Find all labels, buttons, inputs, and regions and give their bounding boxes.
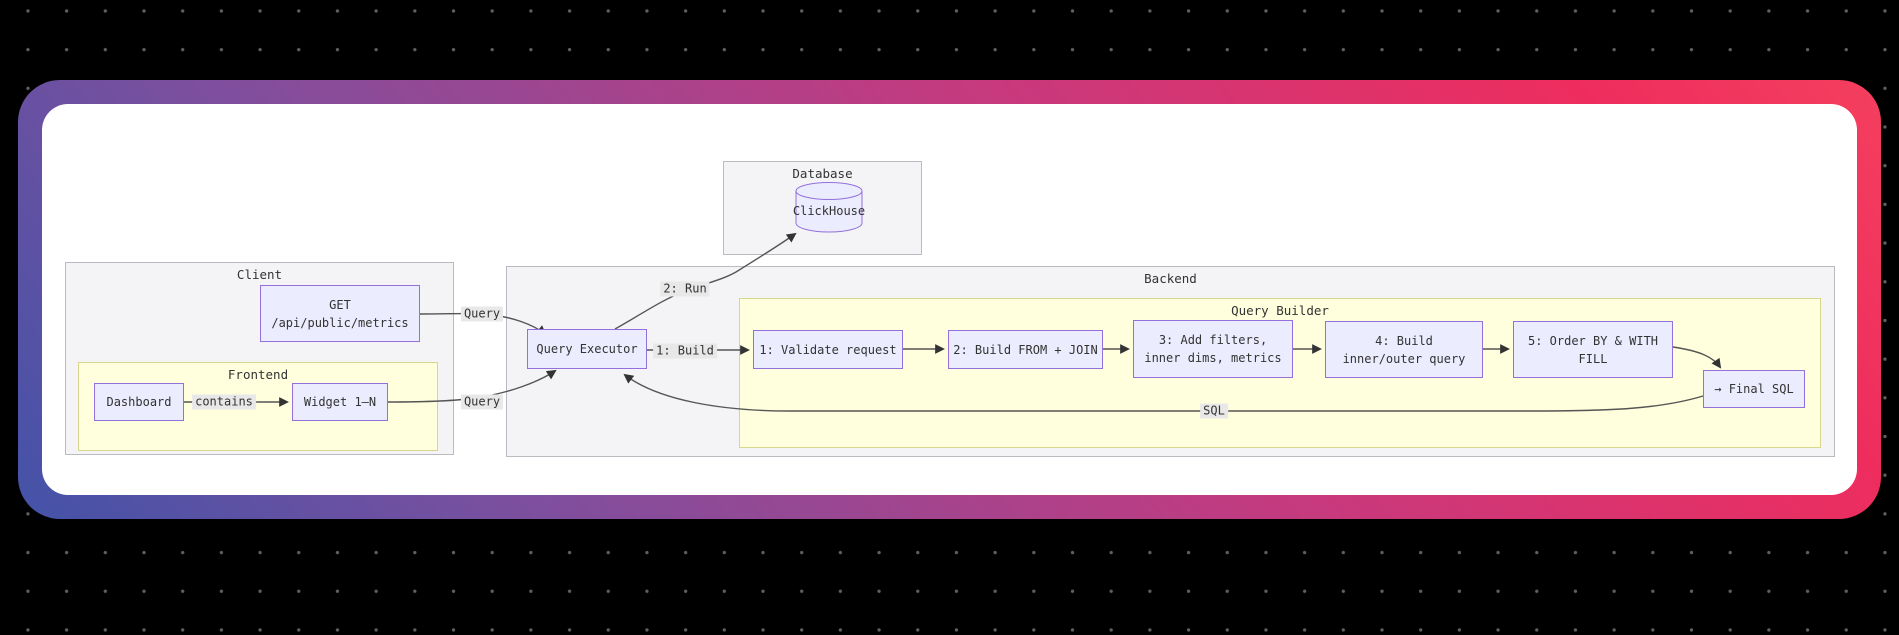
node-clickhouse-label: ClickHouse (792, 204, 866, 218)
node-clickhouse-cylinder: ClickHouse (793, 180, 865, 234)
node-step2-label: 2: Build FROM + JOIN (953, 342, 1098, 357)
node-step4-line1: 4: Build (1375, 333, 1433, 348)
node-final-sql-label: → Final SQL (1714, 382, 1794, 396)
node-widget-label: Widget 1–N (303, 395, 377, 409)
cluster-frontend-title: Frontend (227, 367, 289, 382)
node-get-api: GET /api/public/metrics (260, 285, 420, 342)
edge-step5-to-final (1672, 346, 1722, 369)
cluster-backend-title: Backend (1144, 271, 1197, 286)
node-dashboard-label: Dashboard (106, 395, 172, 409)
node-step5-line1: 5: Order BY & WITH (1527, 333, 1659, 348)
node-final-sql: → Final SQL (1703, 370, 1805, 408)
edge-label-contains: contains (192, 394, 256, 410)
cluster-database-title: Database (792, 166, 853, 181)
node-step4-build-inner-outer: 4: Build inner/outer query (1325, 321, 1483, 378)
database-cylinder-icon (795, 182, 863, 233)
node-step5-line2: FILL (1578, 351, 1608, 366)
cluster-query-builder-title: Query Builder (1231, 303, 1329, 318)
edge-label-build: 1: Build (653, 343, 717, 359)
node-get-api-line2: /api/public/metrics (271, 315, 409, 330)
node-step3-line1: 3: Add filters, (1158, 333, 1268, 347)
edge-label-query-bottom: Query (460, 394, 504, 410)
node-step5-order-by-with-fill: 5: Order BY & WITH FILL (1513, 321, 1673, 378)
edge-executor-to-clickhouse (614, 232, 797, 330)
node-query-executor-label: Query Executor (536, 342, 638, 356)
node-step3-line2: inner dims, metrics (1144, 351, 1282, 365)
cluster-client-title: Client (236, 267, 283, 282)
node-step1-label: 1: Validate request (759, 342, 897, 357)
node-step1-validate: 1: Validate request (753, 330, 903, 369)
edge-final-sql-to-executor (623, 373, 1704, 412)
node-query-executor: Query Executor (527, 329, 647, 369)
edge-label-query-top: Query (460, 306, 504, 322)
edge-label-run: 2: Run (660, 281, 710, 297)
node-get-api-line1: GET (329, 297, 351, 312)
edge-label-sql: SQL (1200, 403, 1228, 419)
node-step4-line2: inner/outer query (1342, 351, 1466, 366)
node-step3-add-filters: 3: Add filters, inner dims, metrics (1133, 320, 1293, 378)
node-widget: Widget 1–N (292, 383, 388, 421)
node-dashboard: Dashboard (94, 383, 184, 421)
node-step2-build-from-join: 2: Build FROM + JOIN (948, 330, 1103, 369)
